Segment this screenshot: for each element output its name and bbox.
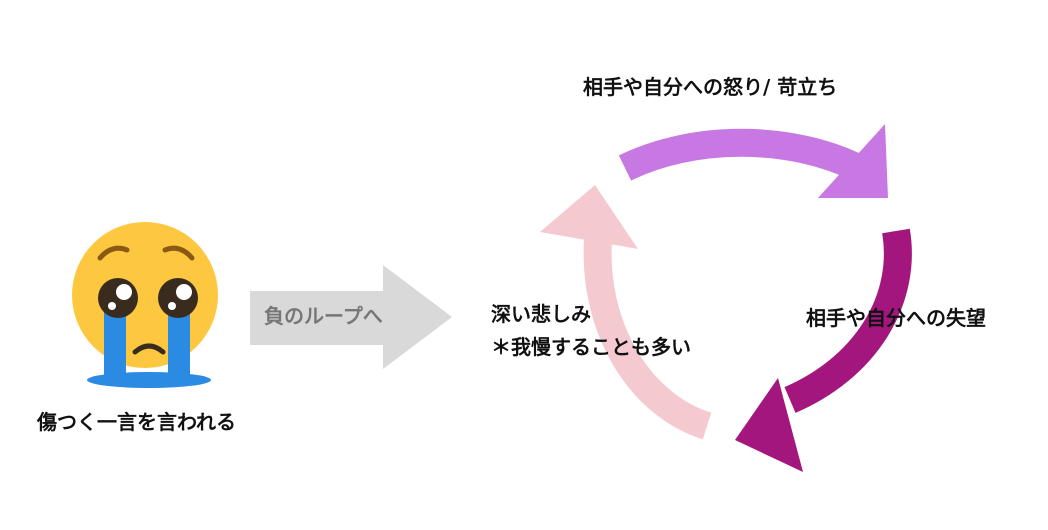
label-anger: 相手や自分への怒り/ 苛立ち	[583, 75, 838, 99]
negative-loop-label: 負のループへ	[264, 304, 383, 328]
negative-loop-arrow	[250, 265, 452, 369]
caption-hurtful-words: 傷つく一言を言われる	[37, 410, 236, 434]
pleading-crying-face-icon	[72, 222, 218, 388]
label-deep-sadness: 深い悲しみ	[491, 302, 591, 326]
arrow-disappointment	[735, 228, 912, 472]
label-disappointment: 相手や自分への失望	[806, 306, 986, 330]
label-endurance-note: ＊我慢することも多い	[491, 335, 691, 359]
arrow-anger	[618, 124, 888, 198]
arrow-sadness	[540, 185, 712, 440]
